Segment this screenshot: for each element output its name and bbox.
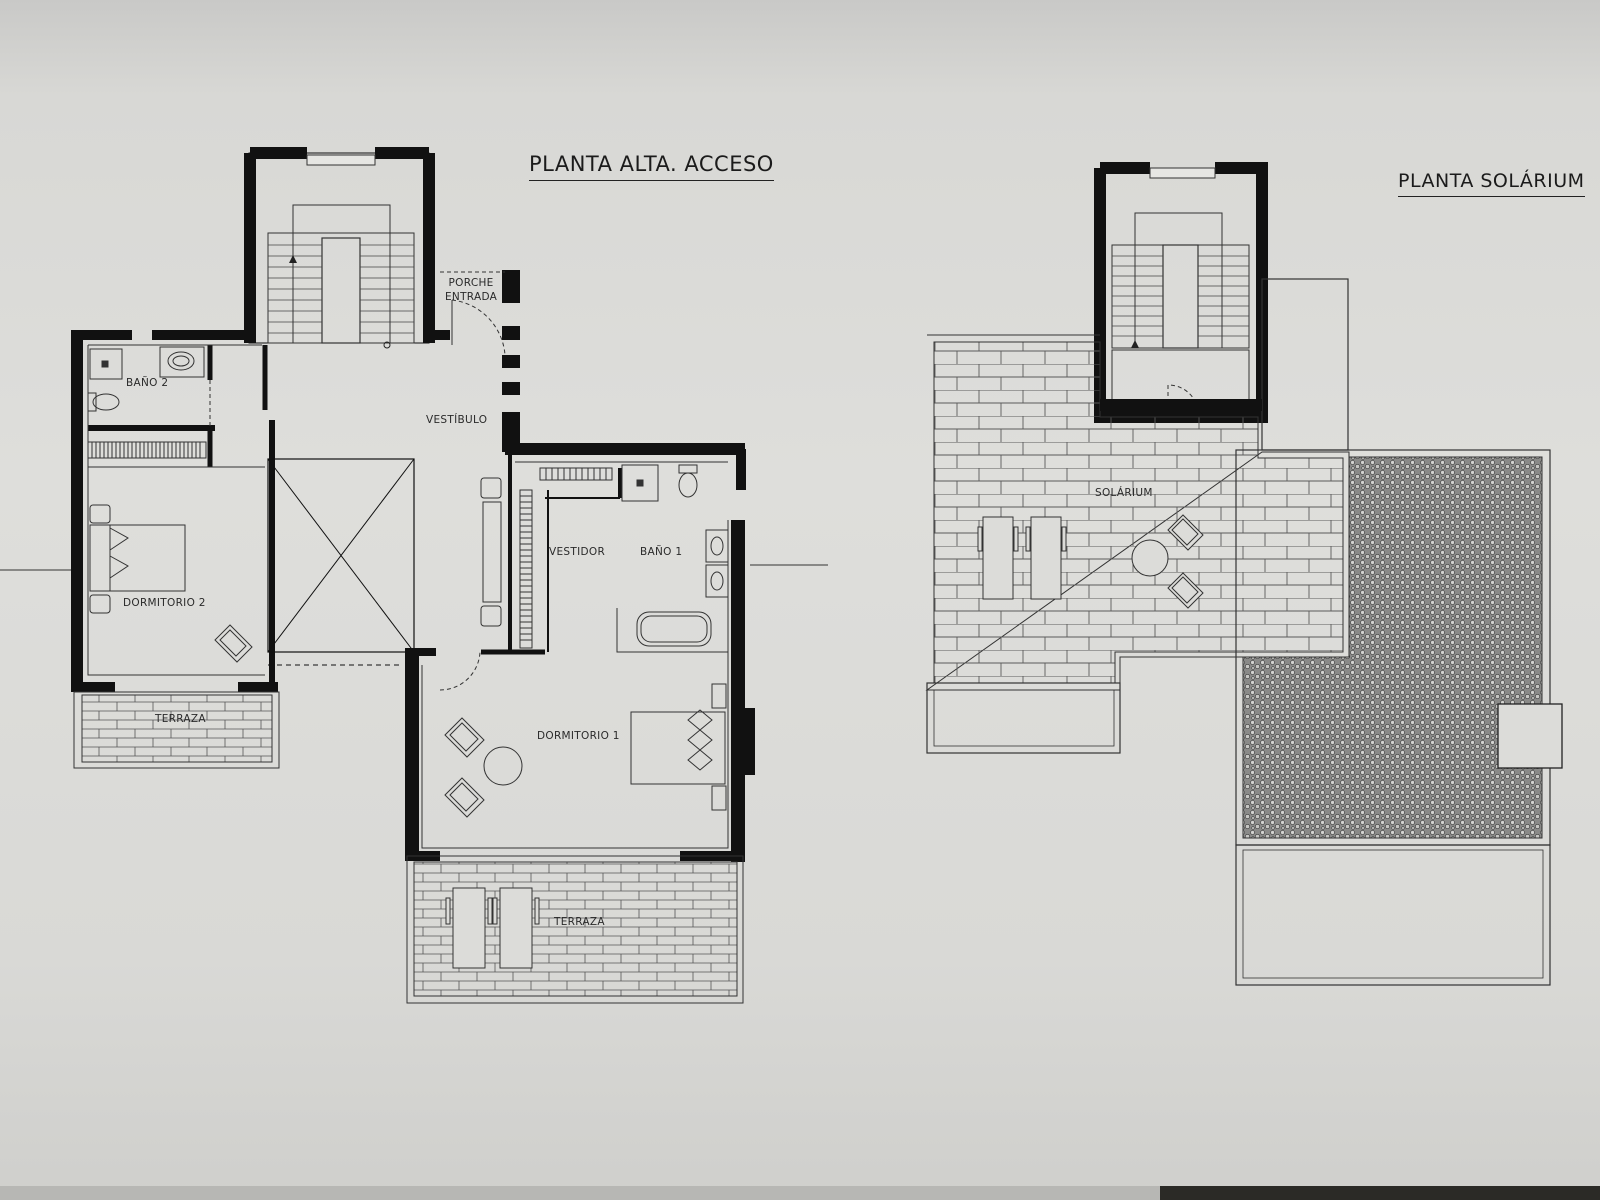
room-label-bano1: BAÑO 1 (640, 546, 683, 558)
room-label-solarium: SOLÁRIUM (1095, 487, 1153, 499)
terrace-left (73, 691, 280, 769)
dormitorio1-furniture (444, 683, 727, 818)
room-label-porche: PORCHE ENTRADA (445, 276, 497, 304)
stair-tower (244, 147, 435, 349)
gravel-roof (1235, 449, 1563, 846)
solarium-floor-plan (925, 162, 1563, 986)
room-label-dormitorio2: DORMITORIO 2 (123, 597, 206, 609)
room-label-vestibulo: VESTÍBULO (426, 414, 488, 426)
upper-floor-plan (0, 147, 828, 1004)
plan-title-solarium: PLANTA SOLÁRIUM (1398, 170, 1585, 197)
solarium-stair-tower (1094, 162, 1268, 423)
bano2-fixtures (87, 346, 205, 412)
solarium-deck (925, 334, 1350, 691)
porche-label: PORCHE (448, 277, 494, 289)
room-label-bano2: BAÑO 2 (126, 377, 169, 389)
bano1-fixtures (621, 464, 729, 647)
terrace-bottom (406, 855, 744, 1004)
room-label-terraza-left: TERRAZA (155, 713, 206, 725)
room-label-dormitorio1: DORMITORIO 1 (537, 730, 620, 742)
room-label-vestidor: VESTIDOR (549, 546, 606, 558)
entrada-label: ENTRADA (445, 291, 498, 303)
plan-title-upper-floor: PLANTA ALTA. ACCESO (529, 152, 774, 181)
vestidor-rails (519, 467, 613, 649)
screen-bottom-dark-edge (1160, 1186, 1600, 1200)
wardrobe-dorm2 (87, 441, 207, 459)
bed-dorm2 (89, 504, 253, 663)
room-label-terraza-bottom: TERRAZA (554, 916, 605, 928)
